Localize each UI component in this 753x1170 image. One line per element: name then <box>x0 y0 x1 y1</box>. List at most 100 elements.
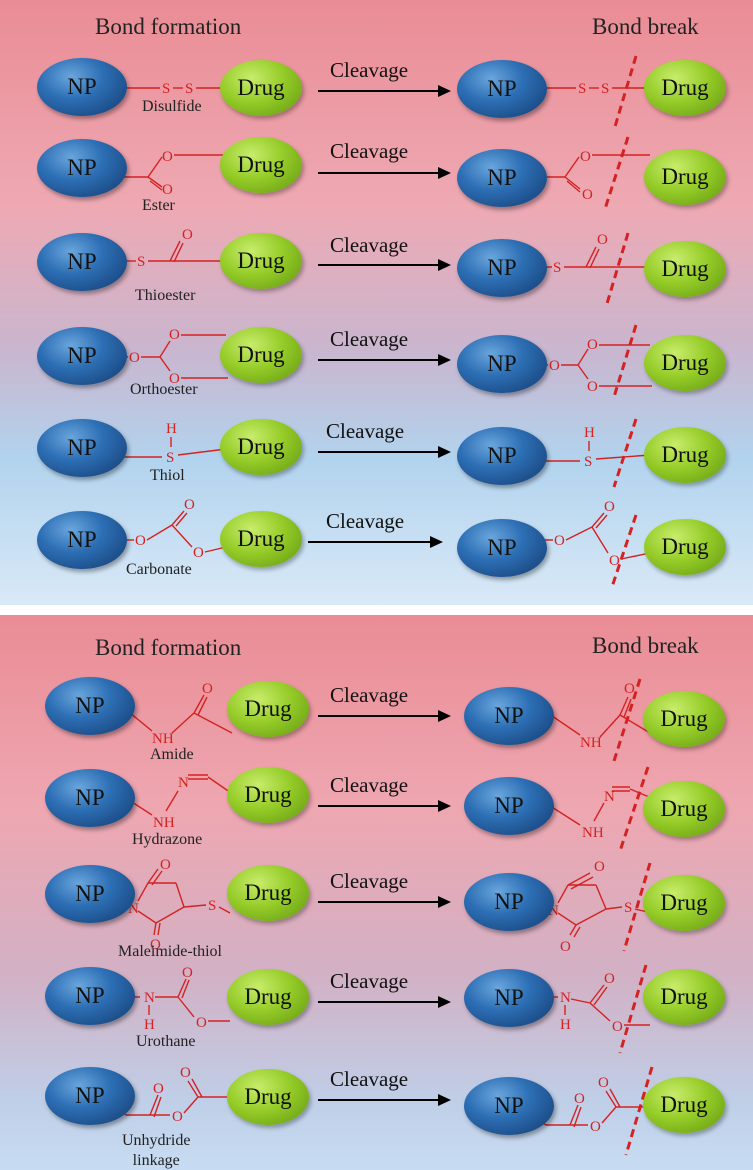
np-sphere: NP <box>37 511 127 569</box>
atom-o: O <box>182 965 193 981</box>
atom-o: O <box>196 1015 207 1031</box>
np-sphere: NP <box>457 427 547 485</box>
bond-label: Orthoester <box>130 381 198 398</box>
np-sphere: NP <box>45 1067 135 1125</box>
drug-sphere: Drug <box>227 767 309 823</box>
arrow-head-icon <box>438 354 451 366</box>
atom-n: N <box>144 990 155 1006</box>
cleavage-cut-mark <box>622 862 652 952</box>
bond-label-line1: Unhydride <box>122 1132 191 1149</box>
arrow-head-icon <box>430 536 443 548</box>
heading-bond-break: Bond break <box>592 633 699 658</box>
row-thiol: H S H S NP Drug Thiol Cleavage NP Drug <box>0 407 753 488</box>
drug-sphere: Drug <box>220 327 302 383</box>
cleavage-cut-mark <box>612 418 638 488</box>
atom-s: S <box>166 450 174 466</box>
cleavage-arrow <box>318 805 440 807</box>
drug-sphere: Drug <box>644 335 726 391</box>
atom-o: O <box>169 327 180 343</box>
bond-label: Maleimide-thiol <box>118 943 222 960</box>
bond-label: Ester <box>142 197 175 214</box>
np-sphere: NP <box>464 873 554 931</box>
atom-o: O <box>604 499 615 515</box>
atom-o: O <box>582 187 593 203</box>
atom-o: O <box>598 1075 609 1091</box>
np-sphere: NP <box>45 677 135 735</box>
drug-sphere: Drug <box>220 137 302 193</box>
cleavage-cut-mark <box>604 232 630 308</box>
cleavage-arrow <box>318 1099 440 1101</box>
cleavage-arrow <box>318 90 440 92</box>
bond-label: Unhydride linkage <box>122 1131 190 1170</box>
drug-sphere: Drug <box>644 241 726 297</box>
cleavage-label: Cleavage <box>330 969 409 993</box>
atom-s: S <box>553 260 561 276</box>
cleavage-cut-mark <box>618 964 648 1054</box>
atom-s: S <box>137 254 145 270</box>
atom-o: O <box>150 937 161 953</box>
atom-s: S <box>601 81 609 97</box>
np-sphere: NP <box>37 327 127 385</box>
cleavage-label: Cleavage <box>330 139 409 163</box>
atom-n: N <box>178 775 189 791</box>
cleavage-arrow <box>318 451 440 453</box>
cleavage-label: Cleavage <box>330 683 409 707</box>
arrow-head-icon <box>438 800 451 812</box>
atom-h: H <box>560 1017 571 1033</box>
row-carbonate: O O O O O O NP Drug Carbonate Cleavage N… <box>0 497 753 588</box>
row-hydrazone: NH N NH N NP Drug Hydrazone Cleavage NP … <box>0 763 753 852</box>
row-maleimide-thiol: N O O S N O O <box>0 855 753 960</box>
arrow-head-icon <box>438 710 451 722</box>
arrow-head-icon <box>438 896 451 908</box>
drug-sphere: Drug <box>227 681 309 737</box>
cleavage-cut-mark <box>610 514 638 588</box>
bond-label-line2: linkage <box>132 1152 180 1169</box>
row-orthoester: O O O O O O NP Drug Orthoester Cleavage … <box>0 317 753 398</box>
atom-o: O <box>182 227 193 243</box>
atom-o: O <box>554 533 565 549</box>
np-sphere: NP <box>457 149 547 207</box>
drug-sphere: Drug <box>220 511 302 567</box>
np-sphere: NP <box>464 687 554 745</box>
drug-sphere: Drug <box>644 519 726 575</box>
cleavage-arrow <box>318 901 440 903</box>
cleavage-cut-mark <box>603 136 630 210</box>
atom-s: S <box>185 81 193 97</box>
cleavage-cut-mark <box>612 678 642 762</box>
cleavage-arrow <box>318 1001 440 1003</box>
np-sphere: NP <box>464 777 554 835</box>
atom-o: O <box>184 497 195 513</box>
atom-h: H <box>584 425 595 441</box>
atom-s: S <box>578 81 586 97</box>
cleavage-cut-mark <box>618 766 650 852</box>
heading-bond-formation: Bond formation <box>95 14 242 39</box>
carbonate-bonds: O O O O O O <box>120 497 651 588</box>
maleimide-thiol-bonds: N O O S N O O <box>117 857 653 955</box>
atom-o: O <box>180 1065 191 1081</box>
heading-bond-break: Bond break <box>592 14 699 39</box>
cleavage-arrow <box>318 172 440 174</box>
atom-o: O <box>129 350 140 366</box>
atom-n: N <box>604 789 615 805</box>
cleavage-arrow <box>318 359 440 361</box>
atom-o: O <box>587 337 598 353</box>
heading-bond-formation: Bond formation <box>95 635 242 660</box>
atom-h: H <box>166 421 177 437</box>
atom-o: O <box>202 681 213 697</box>
np-sphere: NP <box>45 967 135 1025</box>
atom-nh: NH <box>582 825 604 841</box>
np-sphere: NP <box>457 239 547 297</box>
cleavage-label: Cleavage <box>330 773 409 797</box>
drug-sphere: Drug <box>220 419 302 475</box>
arrow-head-icon <box>438 446 451 458</box>
np-sphere: NP <box>464 1077 554 1135</box>
np-sphere: NP <box>37 419 127 477</box>
atom-nh: NH <box>580 735 602 751</box>
drug-sphere: Drug <box>220 233 302 289</box>
atom-s: S <box>208 898 216 914</box>
drug-sphere: Drug <box>644 60 726 116</box>
row-ester: O O O O NP Drug Ester Cleavage NP Drug <box>0 136 753 217</box>
cleavage-label: Cleavage <box>326 509 405 533</box>
atom-o: O <box>574 1091 585 1107</box>
row-unhydride-linkage: O O O O O O NP Drug Unhydride linka <box>0 1055 753 1169</box>
